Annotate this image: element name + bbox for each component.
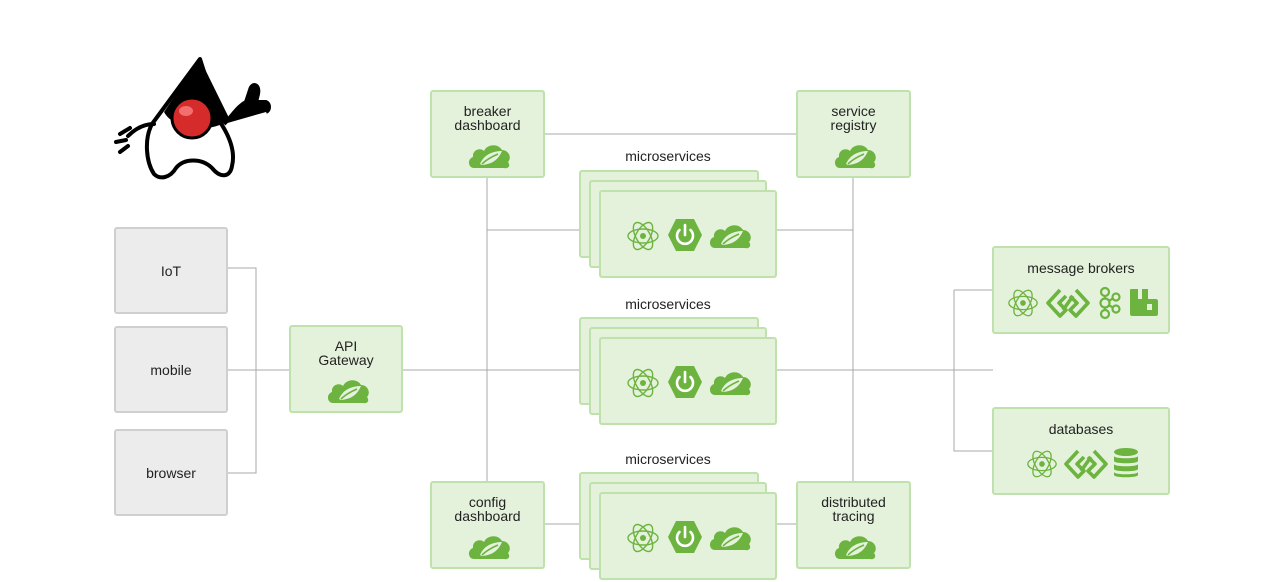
distributed-tracing-label: distributed tracing xyxy=(821,494,886,524)
microservices-caption: microservices xyxy=(625,296,711,312)
client-mobile-label: mobile xyxy=(150,361,192,378)
breaker-dashboard-label: breaker dashboard xyxy=(454,103,521,133)
databases-node: databases xyxy=(992,407,1170,495)
spring-boot-icon xyxy=(668,219,702,251)
message-brokers-label: message brokers xyxy=(1027,260,1135,276)
spring-framework-icon xyxy=(627,221,659,251)
spring-cloud-icon xyxy=(468,536,510,560)
spring-cloud-icon xyxy=(709,372,751,396)
client-iot-label: IoT xyxy=(160,262,182,279)
distributed-tracing-node: distributed tracing xyxy=(796,481,911,569)
client-browser: browser xyxy=(114,429,228,516)
spring-integration-icon xyxy=(1046,288,1090,318)
spring-cloud-icon xyxy=(709,225,751,249)
breaker-dashboard-node: breaker dashboard xyxy=(430,90,545,178)
client-browser-label: browser xyxy=(146,464,196,481)
databases-label: databases xyxy=(1048,421,1114,437)
spring-framework-icon xyxy=(1027,450,1057,478)
microservices-caption: microservices xyxy=(625,148,711,164)
spring-cloud-icon xyxy=(327,380,369,404)
spring-framework-icon xyxy=(627,523,659,553)
service-registry-node: service registry xyxy=(796,90,911,178)
api-gateway-node: API Gateway xyxy=(289,325,403,413)
kafka-icon xyxy=(1099,286,1121,320)
spring-boot-icon xyxy=(668,366,702,398)
client-mobile: mobile xyxy=(114,326,228,413)
spring-integration-icon xyxy=(1064,449,1108,479)
spring-cloud-icon xyxy=(834,536,876,560)
spring-cloud-icon xyxy=(468,145,510,169)
api-gateway-label: API Gateway xyxy=(318,338,374,368)
spring-boot-icon xyxy=(668,521,702,553)
rabbitmq-icon xyxy=(1130,289,1158,316)
message-brokers-node: message brokers xyxy=(992,246,1170,334)
database-icon xyxy=(1114,448,1138,478)
microservices-caption: microservices xyxy=(625,451,711,467)
spring-cloud-icon xyxy=(834,145,876,169)
spring-cloud-icon xyxy=(709,527,751,551)
service-registry-label: service registry xyxy=(830,103,877,133)
spring-framework-icon xyxy=(627,368,659,398)
duke-mascot-icon xyxy=(114,57,271,180)
spring-framework-icon xyxy=(1008,289,1038,317)
config-dashboard-node: config dashboard xyxy=(430,481,545,569)
client-iot: IoT xyxy=(114,227,228,314)
config-dashboard-label: config dashboard xyxy=(454,494,521,524)
